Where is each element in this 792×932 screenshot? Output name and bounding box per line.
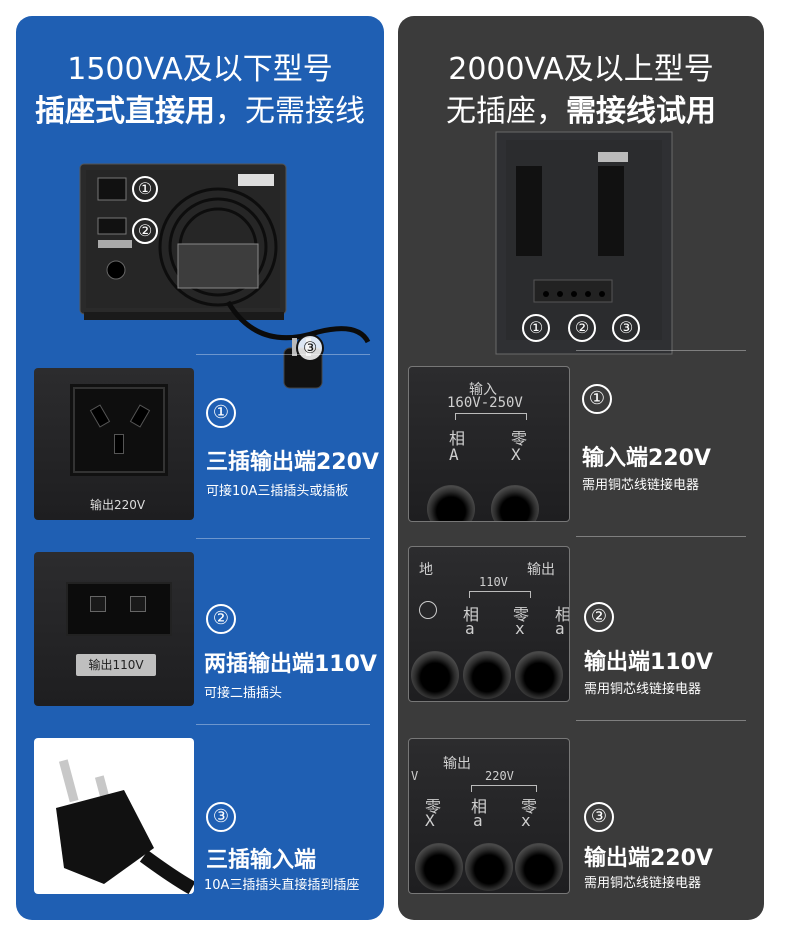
divider bbox=[576, 536, 746, 537]
small-device-illustration bbox=[79, 163, 371, 389]
panel-header-input: 输入 bbox=[469, 382, 497, 398]
photo-label-out220: 输出220V bbox=[90, 498, 146, 512]
right-heading-line1: 2000VA及以上型号 bbox=[448, 52, 714, 87]
feature-title-2: 两插输出端110V bbox=[204, 652, 377, 677]
panel-ground: 地 bbox=[419, 562, 433, 578]
panel-col2: 零 bbox=[513, 605, 530, 624]
left-heading-line1: 1500VA及以下型号 bbox=[67, 52, 333, 87]
panel-col2b: x bbox=[515, 619, 525, 638]
r-feature-sub-3: 需用铜芯线链接电器 bbox=[584, 876, 702, 891]
feature-sub-2: 可接二插插头 bbox=[204, 686, 283, 701]
feature-title-3: 三插输入端 bbox=[206, 848, 317, 873]
divider bbox=[196, 354, 370, 355]
outlet-110v-photo: 输出110V bbox=[34, 552, 194, 706]
r-feature-num-2: ② bbox=[584, 602, 614, 632]
panel-col0b: X bbox=[425, 811, 435, 830]
device-marker-1: ① bbox=[522, 314, 550, 342]
panel-bracket bbox=[469, 591, 531, 598]
panel-bracket bbox=[471, 785, 537, 792]
panel-col2: 零 bbox=[511, 429, 528, 448]
panel-col1: 相 bbox=[463, 605, 480, 624]
ground-icon bbox=[419, 601, 437, 619]
panel-edge: V bbox=[411, 769, 419, 783]
device-marker-2: ② bbox=[568, 314, 596, 342]
panel-range: 160V-250V bbox=[447, 395, 523, 411]
terminal-hole bbox=[415, 843, 463, 891]
right-heading-rest: 无插座， bbox=[446, 94, 566, 129]
r-feature-sub-1: 需用铜芯线链接电器 bbox=[582, 478, 700, 493]
r-feature-title-1: 输入端220V bbox=[582, 446, 711, 471]
terminal-hole bbox=[465, 843, 513, 891]
device-marker-3: ③ bbox=[612, 314, 640, 342]
divider bbox=[196, 538, 370, 539]
divider bbox=[576, 350, 746, 351]
outlet-slot bbox=[114, 434, 124, 454]
panel-col1: 相 bbox=[449, 429, 466, 448]
terminal-output-220-photo: 输出 220V V 零 X 相 a 零 x bbox=[408, 738, 570, 894]
terminal-hole bbox=[515, 651, 563, 699]
feature-title-1: 三插输出端220V bbox=[206, 450, 379, 475]
right-heading-line2: 无插座，需接线试用 bbox=[398, 86, 764, 130]
r-feature-title-3: 输出端220V bbox=[584, 846, 713, 871]
terminal-hole bbox=[463, 651, 511, 699]
plug-illustration bbox=[56, 759, 194, 894]
panel-col1b: A bbox=[449, 445, 459, 464]
panel-col2b: X bbox=[511, 445, 521, 464]
terminal-hole bbox=[491, 485, 539, 521]
outlet-slot bbox=[90, 596, 106, 612]
terminal-input-photo: 输入 160V-250V 相 A 零 X bbox=[408, 366, 570, 522]
divider bbox=[576, 720, 746, 721]
divider bbox=[196, 724, 370, 725]
terminal-hole bbox=[427, 485, 475, 521]
plug-photo bbox=[34, 738, 194, 894]
left-heading-bold: 插座式直接用 bbox=[35, 94, 215, 129]
panel-col1b: a bbox=[473, 811, 483, 830]
device-marker-2: ② bbox=[132, 218, 158, 244]
feature-num-1: ① bbox=[206, 398, 236, 428]
left-heading-rest: ，无需接线 bbox=[215, 94, 365, 129]
device-marker-3: ③ bbox=[296, 334, 324, 362]
left-panel: 1500VA及以下型号 插座式直接用，无需接线 ① ② ③ 输出220V ① 三… bbox=[16, 16, 384, 920]
r-feature-num-1: ① bbox=[582, 384, 612, 414]
panel-volt: 110V bbox=[479, 575, 508, 589]
panel-out: 输出 bbox=[443, 756, 471, 772]
terminal-hole bbox=[411, 651, 459, 699]
device-marker-1: ① bbox=[132, 176, 158, 202]
right-heading-bold: 需接线试用 bbox=[566, 94, 716, 129]
r-feature-sub-2: 需用铜芯线链接电器 bbox=[584, 682, 702, 697]
outlet-socket bbox=[70, 384, 168, 476]
panel-col0: 零 bbox=[425, 797, 442, 816]
outlet-220v-photo: 输出220V bbox=[34, 368, 194, 520]
panel-volt: 220V bbox=[485, 769, 514, 783]
terminal-output-110-photo: 地 输出 110V 相 a 零 x 相 a bbox=[408, 546, 570, 702]
feature-num-3: ③ bbox=[206, 802, 236, 832]
panel-bracket bbox=[455, 413, 527, 420]
r-feature-title-2: 输出端110V bbox=[584, 650, 713, 675]
outlet-slot bbox=[130, 596, 146, 612]
left-heading-line2: 插座式直接用，无需接线 bbox=[16, 86, 384, 130]
terminal-hole bbox=[515, 843, 563, 891]
right-panel: 2000VA及以上型号 无插座，需接线试用 ① ② ③ 输入 160V-250V… bbox=[398, 16, 764, 920]
panel-col2b: x bbox=[521, 811, 531, 830]
panel-col1: 相 bbox=[471, 797, 488, 816]
feature-sub-1: 可接10A三插插头或插板 bbox=[206, 484, 349, 499]
photo-label-out110: 输出110V bbox=[76, 654, 156, 676]
panel-out: 输出 bbox=[527, 562, 555, 578]
panel-col3b: a bbox=[555, 619, 565, 638]
panel-col3: 相 bbox=[555, 605, 570, 624]
outlet-socket-110 bbox=[66, 582, 172, 636]
r-feature-num-3: ③ bbox=[584, 802, 614, 832]
panel-col2: 零 bbox=[521, 797, 538, 816]
feature-sub-3: 10A三插插头直接插到插座 bbox=[204, 878, 360, 893]
feature-num-2: ② bbox=[206, 604, 236, 634]
panel-col1b: a bbox=[465, 619, 475, 638]
